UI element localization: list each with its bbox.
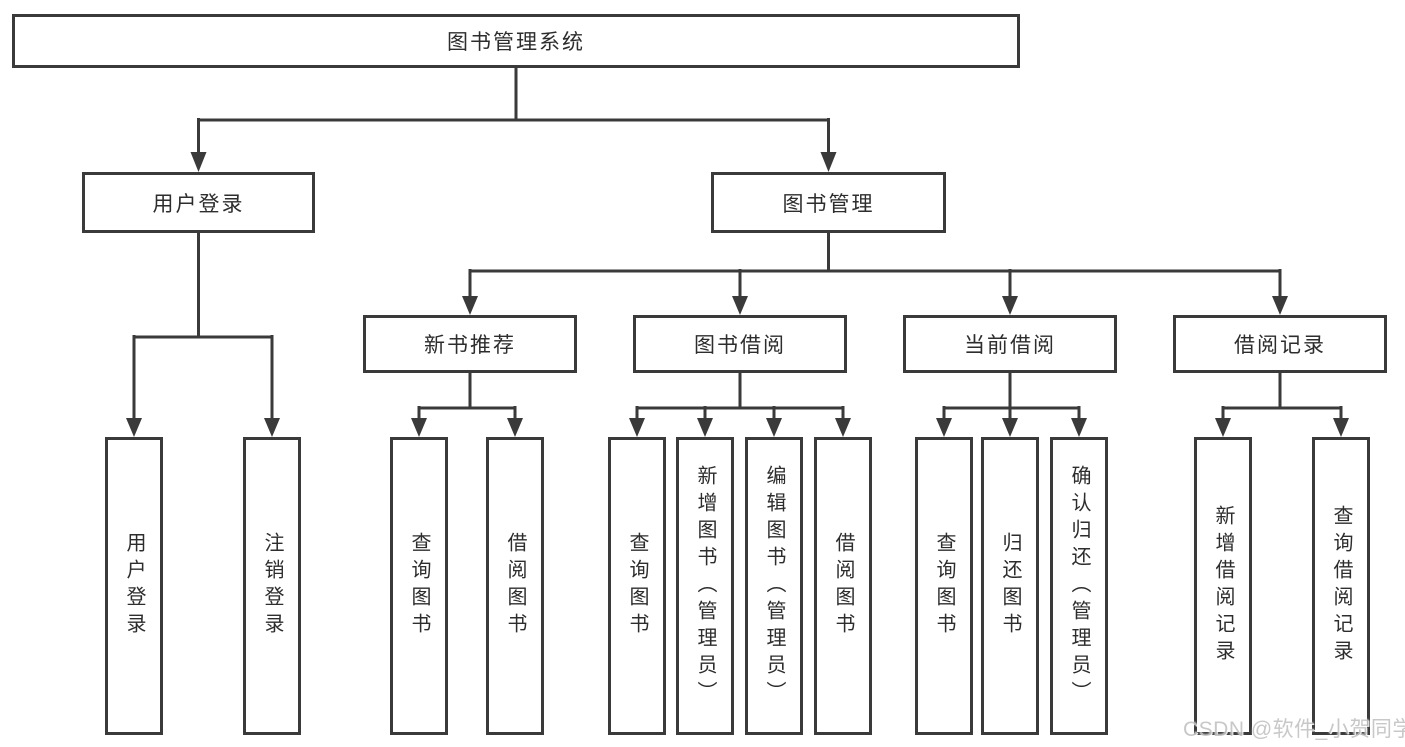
leaf-query-books-recommend: 查询图书 [390,437,448,735]
leaf-query-borrow-record: 查询借阅记录 [1312,437,1370,735]
leaf-borrow-books-recommend: 借阅图书 [486,437,544,735]
node-current-borrow: 当前借阅 [903,315,1117,373]
leaf-label: 注销登录 [261,532,283,640]
leaf-logout: 注销登录 [243,437,301,735]
leaf-borrow-books: 借阅图书 [814,437,872,735]
csdn-watermark: CSDN @软件_小贺同学 [1183,718,1405,741]
leaf-label: 用户登录 [123,532,145,640]
leaf-label: 编辑图书（管理员） [763,464,785,708]
node-borrow-records: 借阅记录 [1173,315,1387,373]
leaf-return-books: 归还图书 [981,437,1039,735]
node-library-management-system: 图书管理系统 [12,14,1020,68]
leaf-label: 查询图书 [933,532,955,640]
leaf-label: 查询图书 [408,532,430,640]
leaf-label: 借阅图书 [504,532,526,640]
leaf-label: 归还图书 [999,532,1021,640]
node-new-book-recommend: 新书推荐 [363,315,577,373]
leaf-add-borrow-record: 新增借阅记录 [1194,437,1252,735]
node-book-borrow: 图书借阅 [633,315,847,373]
leaf-query-books-current: 查询图书 [915,437,973,735]
leaf-label: 查询借阅记录 [1330,505,1352,667]
node-user-login: 用户登录 [82,172,315,233]
leaf-label: 新增图书（管理员） [694,464,716,708]
leaf-user-login: 用户登录 [105,437,163,735]
leaf-label: 确认归还（管理员） [1068,464,1090,708]
leaf-query-books-borrow: 查询图书 [608,437,666,735]
leaf-confirm-return-admin: 确认归还（管理员） [1050,437,1108,735]
leaf-edit-books-admin: 编辑图书（管理员） [745,437,803,735]
node-book-management: 图书管理 [711,172,946,233]
leaf-label: 查询图书 [626,532,648,640]
leaf-add-books-admin: 新增图书（管理员） [676,437,734,735]
leaf-label: 借阅图书 [832,532,854,640]
leaf-label: 新增借阅记录 [1212,505,1234,667]
